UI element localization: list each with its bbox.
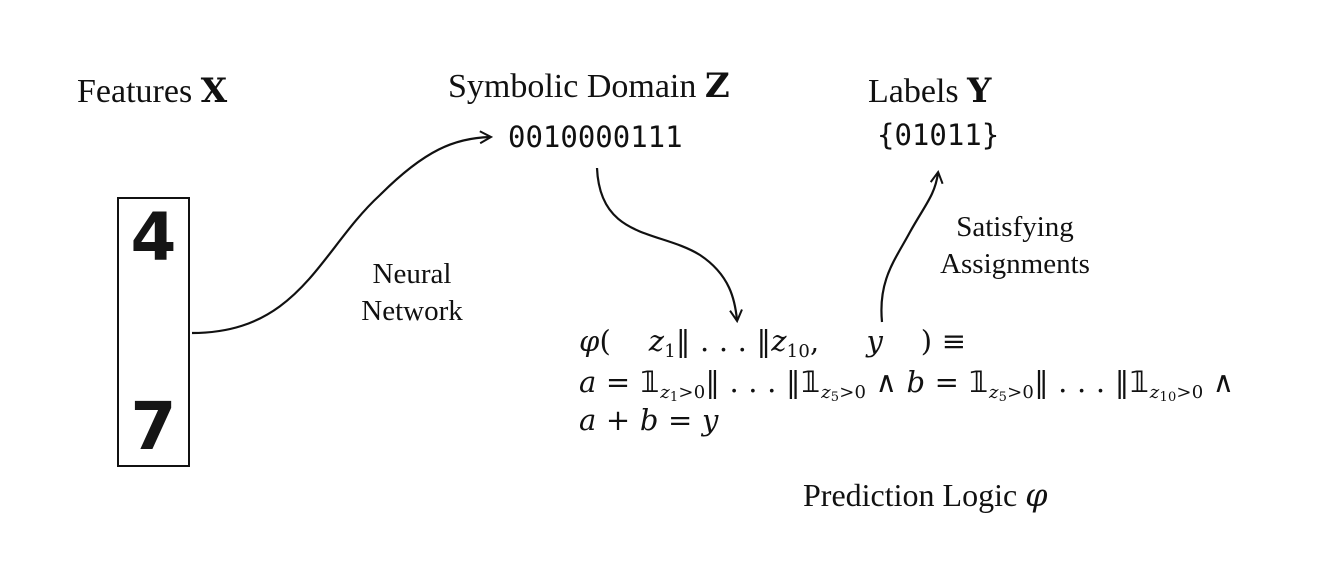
prediction-logic-caption: Prediction Logic φ [803, 476, 1048, 514]
satisfying-assignments-arrow [880, 173, 938, 323]
prediction-logic-label: Prediction Logic [803, 477, 1018, 513]
digit-image-4: 4 [130, 199, 177, 276]
labels-heading: Labels Y [868, 71, 991, 111]
symbols-to-logic-arrow [595, 167, 737, 320]
symbolic-heading: Symbolic Domain Z [448, 66, 730, 106]
symbolic-value: 0010000111 [508, 120, 683, 154]
labels-symbol: Y [967, 71, 992, 111]
features-symbol: X [200, 71, 228, 111]
labels-label: Labels [868, 73, 959, 110]
prediction-logic-symbol: φ [1025, 476, 1048, 514]
logic-line-2: a = 𝟙z1>0‖ . . . ‖𝟙z5>0 ∧ b = 𝟙z5>0‖ . .… [579, 365, 1235, 405]
satisfying-assignments-label: Satisfying Assignments [940, 211, 1090, 280]
digit-image-strip: 4 7 [117, 197, 190, 467]
logic-line-1: φ( z1‖ . . . ‖z10, y ) ≡ [579, 324, 967, 362]
logic-line-3: a + b = y [579, 403, 719, 437]
symbolic-symbol: Z [704, 66, 730, 106]
digit-image-7: 7 [130, 388, 177, 465]
neural-network-label: Neural Network [361, 258, 463, 327]
labels-value: {01011} [877, 118, 1000, 152]
features-heading: Features X [77, 71, 227, 111]
symbolic-label: Symbolic Domain [448, 68, 697, 105]
neural-network-arrow [191, 137, 490, 335]
features-label: Features [77, 73, 193, 110]
